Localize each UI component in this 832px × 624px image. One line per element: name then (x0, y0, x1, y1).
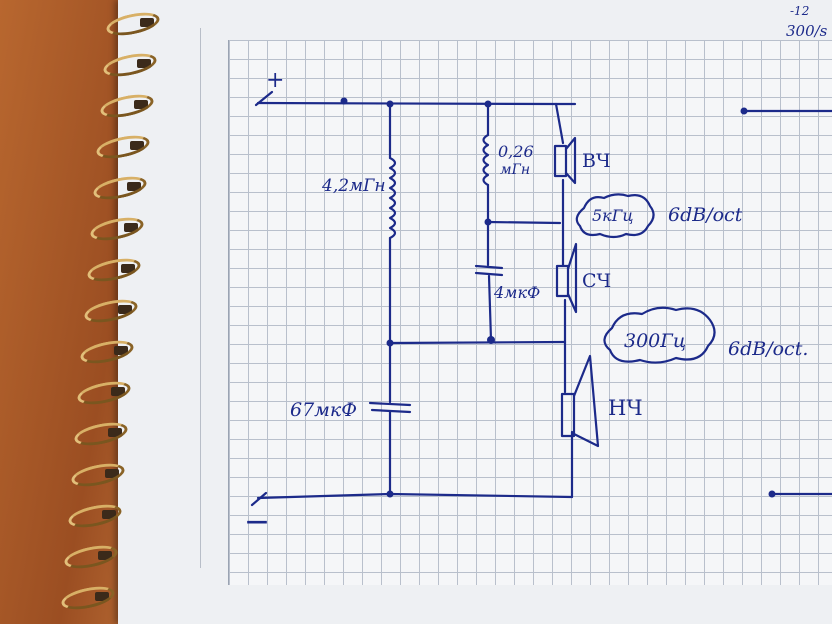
plus-label: + (266, 68, 285, 93)
woofer-body (560, 392, 576, 438)
binding-hole (108, 428, 122, 437)
low-slope-label: 6dB/oct. (728, 338, 809, 360)
bottom-rail-wire (256, 492, 574, 500)
tweeter-cone (564, 136, 577, 185)
high-freq-bubble (575, 193, 655, 239)
mid-speaker-label: СЧ (582, 270, 612, 292)
tweeter-inductor-coil (482, 133, 490, 187)
top-rail-wire (256, 101, 577, 106)
mid-cap-plate-1 (474, 264, 504, 270)
middle-rail-wire (388, 340, 567, 345)
junction-dot (768, 490, 776, 498)
mid-capacitor-label: 4мкФ (494, 283, 541, 302)
tweeter-inductor-unit: мГн (500, 162, 531, 178)
junction-dot (340, 97, 348, 105)
binding-hole (111, 387, 125, 396)
tweeter-body (553, 144, 568, 178)
woofer-cone (572, 354, 600, 448)
binding-hole (102, 510, 116, 519)
mid-tap-wire (486, 220, 562, 225)
binding-hole (105, 469, 119, 478)
tweeter-label: ВЧ (582, 150, 611, 172)
plus-terminal (254, 90, 274, 107)
high-freq-label: 5кГц (592, 206, 634, 225)
binding-hole (134, 100, 148, 109)
mid-speaker-body (555, 264, 570, 298)
mid-cap-wire-bottom (487, 274, 493, 342)
binding-hole (118, 305, 132, 314)
main-inductor-label: 4,2мГн (322, 176, 386, 196)
binding-hole (124, 223, 138, 232)
binding-hole (98, 551, 112, 560)
junction-dot (740, 107, 748, 115)
minus-label: — (246, 508, 268, 534)
grid-paper (228, 40, 832, 585)
woofer-cap-plate-2 (370, 408, 412, 414)
binding-hole (140, 18, 154, 27)
binding-hole (121, 264, 135, 273)
tweeter-inductor-value: 0,26 (498, 142, 534, 161)
minus-terminal (250, 491, 268, 507)
speaker-column-wire (554, 102, 574, 499)
high-slope-label: 6dB/oct (668, 204, 743, 226)
low-freq-bubble (603, 306, 716, 364)
main-inductor-coil (388, 156, 397, 240)
mid-speaker-cone (566, 242, 578, 314)
corner-note-2: 300/s (786, 22, 828, 40)
page-margin-line (200, 28, 201, 568)
mid-cap-plate-2 (474, 271, 504, 277)
woofer-cap-plate-1 (368, 401, 412, 407)
corner-note-1: -12 (790, 4, 810, 18)
binding-hole (114, 346, 128, 355)
binding-hole (137, 59, 151, 68)
binding-hole (127, 182, 141, 191)
woofer-label: НЧ (608, 396, 643, 420)
binding-hole (130, 141, 144, 150)
low-freq-label: 300Гц (624, 330, 687, 352)
binding-hole (95, 592, 109, 601)
junction-dot (386, 490, 394, 498)
woofer-capacitor-label: 67мкФ (290, 399, 358, 421)
